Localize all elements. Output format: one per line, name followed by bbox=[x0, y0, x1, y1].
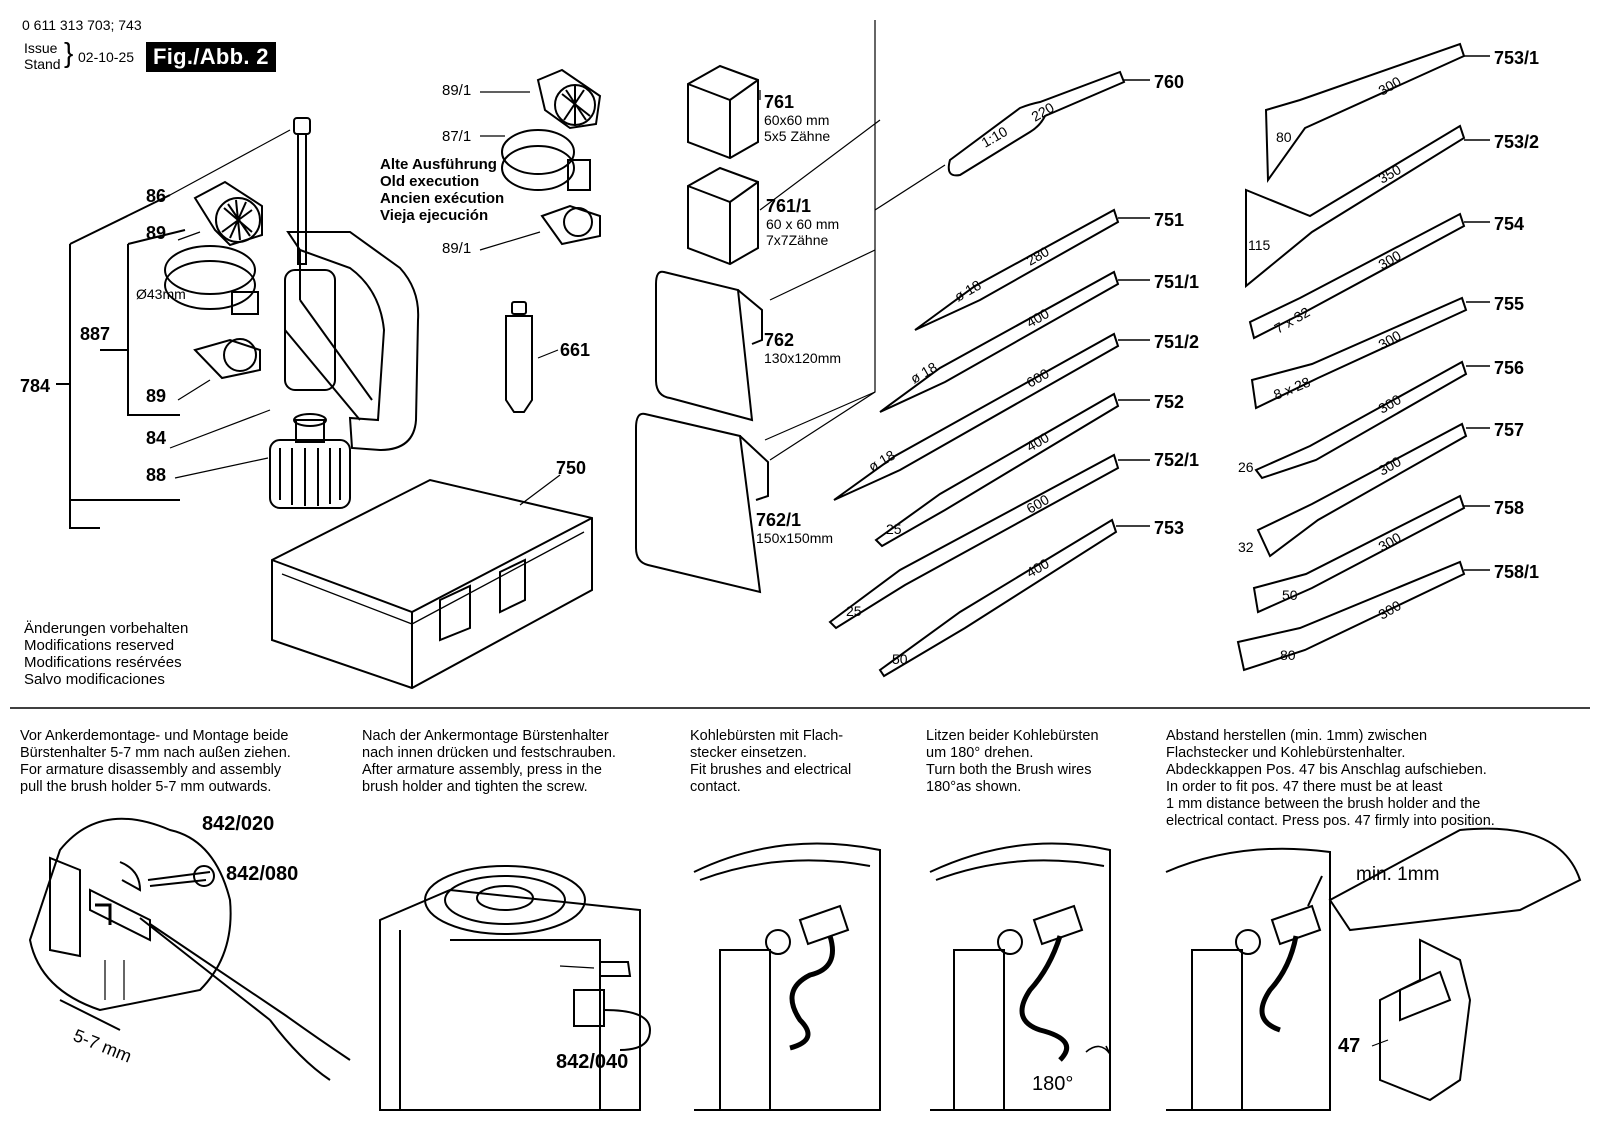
part-label-754: 754 bbox=[1494, 214, 1525, 234]
part-label-842-020: 842/020 bbox=[202, 813, 275, 835]
part-label-89-1: 89/1 bbox=[442, 240, 472, 257]
tool-mark: 600 bbox=[1024, 491, 1052, 517]
part-label-842-040: 842/040 bbox=[556, 1051, 629, 1073]
part-label-47: 47 bbox=[1338, 1035, 1361, 1057]
part-label-89: 89 bbox=[146, 386, 167, 406]
part-label-86: 86 bbox=[146, 186, 167, 206]
min-gap-label: min. 1mm bbox=[1356, 864, 1439, 885]
step3-drawing bbox=[693, 842, 881, 1111]
part-label-89: 89 bbox=[146, 223, 167, 243]
tool-mark: 115 bbox=[1248, 237, 1271, 253]
step4-drawing bbox=[929, 842, 1111, 1111]
part-761-1-block: 761/1 60 x 60 mm 7x7Zähne bbox=[766, 196, 839, 248]
part-762-1-block: 762/1 150x150mm bbox=[756, 510, 833, 546]
instruction-step-5: Abstand herstellen (min. 1mm) zwischen F… bbox=[1166, 728, 1495, 829]
document-number: 0 611 313 703; 743 bbox=[22, 17, 142, 33]
part-label-760: 760 bbox=[1154, 72, 1185, 92]
part-761-block: 761 60x60 mm 5x5 Zähne bbox=[764, 92, 830, 144]
issue-date: 02-10-25 bbox=[78, 49, 135, 65]
part-762-size: 130x120mm bbox=[764, 350, 842, 366]
gap-label: 5-7 mm bbox=[71, 1025, 135, 1066]
tool-mark: 80 bbox=[1280, 647, 1296, 663]
instruction-step-4: Litzen beider Kohlebürsten um 180° drehe… bbox=[926, 728, 1099, 795]
tool-mark: ø 18 bbox=[908, 359, 940, 387]
drill-stand bbox=[269, 117, 420, 509]
tool-mark: 300 bbox=[1376, 597, 1404, 623]
tool-mark: 50 bbox=[892, 651, 908, 667]
part-761-1-size: 60 x 60 mm bbox=[766, 216, 840, 232]
part-label-84: 84 bbox=[146, 428, 167, 448]
step1-drawing bbox=[28, 817, 351, 1081]
old-execution-note: Alte Ausführung Old execution Ancien exé… bbox=[380, 156, 505, 224]
tool-mark: 350 bbox=[1376, 161, 1404, 187]
part-label-756: 756 bbox=[1494, 358, 1525, 378]
part-label-842-080: 842/080 bbox=[226, 863, 299, 885]
tool-mark: 8 x 28 bbox=[1271, 374, 1313, 403]
tool-mark: 32 bbox=[1238, 539, 1254, 555]
leader-lines-middle bbox=[759, 20, 946, 461]
part-761-size: 60x60 mm bbox=[764, 112, 830, 128]
part-761-teeth: 5x5 Zähne bbox=[764, 128, 831, 144]
tool-mark: 80 bbox=[1276, 129, 1292, 145]
part-label-761-1: 761/1 bbox=[766, 196, 812, 216]
parts-brackets bbox=[56, 129, 291, 529]
part-762-block: 762 130x120mm bbox=[764, 330, 841, 366]
part-label-753-2: 753/2 bbox=[1494, 132, 1540, 152]
tool-mark: ø 18 bbox=[866, 447, 898, 475]
part-label-89-1: 89/1 bbox=[442, 82, 472, 99]
stand-label: Stand bbox=[24, 56, 61, 72]
part-label-758-1: 758/1 bbox=[1494, 562, 1540, 582]
tool-mark: 50 bbox=[1282, 587, 1298, 603]
bush-hammer-heads bbox=[687, 64, 759, 266]
part-label-752: 752 bbox=[1154, 392, 1185, 412]
part-label-762-1: 762/1 bbox=[756, 510, 802, 530]
old-execution-parts bbox=[479, 68, 602, 251]
collar-parts bbox=[164, 180, 263, 380]
carrying-case bbox=[271, 474, 593, 690]
chisels-right bbox=[1236, 42, 1490, 672]
rubbing-plates bbox=[635, 270, 769, 594]
tool-markings: 1:10 220 ø 18 280 ø 18 400 ø 18 600 25 4… bbox=[846, 73, 1404, 667]
part-label-750: 750 bbox=[556, 458, 587, 478]
part-label-87-1: 87/1 bbox=[442, 128, 472, 145]
part-761-1-teeth: 7x7Zähne bbox=[766, 232, 829, 248]
tool-mark: 25 bbox=[886, 521, 902, 537]
part-label-661: 661 bbox=[560, 340, 591, 360]
part-label-751-2: 751/2 bbox=[1154, 332, 1200, 352]
part-label-784: 784 bbox=[20, 376, 51, 396]
part-label-755: 755 bbox=[1494, 294, 1525, 314]
part-label-752-1: 752/1 bbox=[1154, 450, 1200, 470]
part-label-751: 751 bbox=[1154, 210, 1185, 230]
step5-drawing bbox=[1165, 827, 1582, 1111]
step-labels: 5-7 mm 180° min. 1mm bbox=[71, 864, 1440, 1095]
part-label-753-1: 753/1 bbox=[1494, 48, 1540, 68]
modifications-note: Änderungen vorbehalten Modifications res… bbox=[24, 620, 189, 688]
figure-label: Fig./Abb. 2 bbox=[146, 42, 276, 72]
part-label-761: 761 bbox=[764, 92, 795, 112]
grease-tube bbox=[505, 301, 559, 413]
tool-mark: 26 bbox=[1238, 459, 1254, 475]
angle-label: 180° bbox=[1032, 1073, 1073, 1095]
step2-drawing bbox=[379, 865, 652, 1111]
instruction-step-3: Kohlebürsten mit Flach- stecker einsetze… bbox=[690, 728, 852, 795]
part-label-88: 88 bbox=[146, 465, 167, 485]
part-label-751-1: 751/1 bbox=[1154, 272, 1200, 292]
chisels-middle bbox=[828, 70, 1150, 678]
tool-mark: 300 bbox=[1376, 247, 1404, 273]
part-label-758: 758 bbox=[1494, 498, 1525, 518]
part-label-757: 757 bbox=[1494, 420, 1525, 440]
issue-label: Issue bbox=[24, 40, 58, 56]
part-762-1-size: 150x150mm bbox=[756, 530, 834, 546]
part-label-762: 762 bbox=[764, 330, 795, 350]
instruction-step-2: Nach der Ankermontage Bürstenhalter nach… bbox=[362, 728, 616, 795]
part-label-753: 753 bbox=[1154, 518, 1185, 538]
instruction-step-1: Vor Ankerdemontage- und Montage beide Bü… bbox=[20, 728, 291, 795]
tool-mark: 25 bbox=[846, 603, 862, 619]
part-label-887: 887 bbox=[80, 324, 111, 344]
diameter-label: Ø43mm bbox=[136, 286, 186, 302]
tool-mark: 300 bbox=[1376, 529, 1404, 555]
brace: } bbox=[64, 37, 74, 68]
